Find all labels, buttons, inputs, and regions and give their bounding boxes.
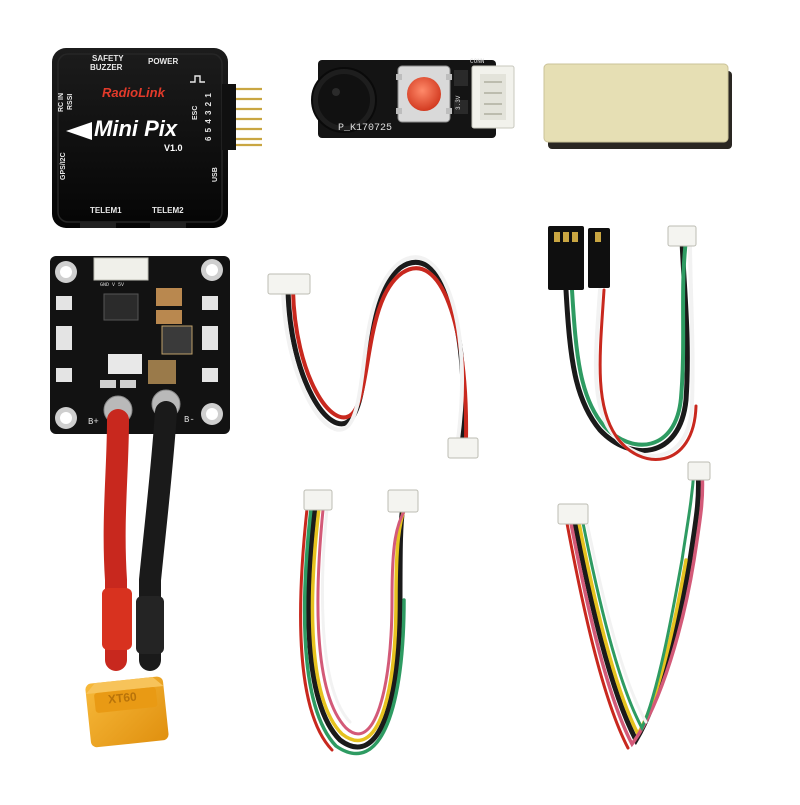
rc-in-label: RC IN — [58, 92, 65, 112]
gps-i2c-label: GPS/I2C — [60, 152, 67, 180]
foam-pad — [543, 63, 732, 149]
buzzer-board-marking: P_K170725 — [338, 123, 393, 134]
version-label: V1.0 — [164, 143, 183, 153]
esc-pin-numbers: 6 5 4 3 2 1 — [204, 92, 213, 141]
gps-cable-v-connector-a — [557, 503, 589, 525]
power-module-connector — [93, 257, 149, 281]
gps-cable-v — [557, 461, 711, 750]
cable-1-connector-a — [267, 273, 311, 295]
conn-label: CONN — [470, 58, 485, 65]
flight-controller — [52, 48, 262, 228]
black-battery-wire — [139, 401, 177, 671]
buzzer-label: BUZZER — [90, 63, 123, 72]
rssi-cable — [548, 225, 698, 461]
telem1-label: TELEM1 — [90, 206, 122, 215]
gps-cable-connector-b — [387, 489, 419, 513]
power-module-pcb — [50, 256, 230, 434]
cable-1-connector-b — [447, 437, 479, 459]
telem2-label: TELEM2 — [152, 206, 184, 215]
telemetry-cable-1 — [267, 255, 479, 459]
gps-cable-connector-a — [303, 489, 333, 511]
foam-pad-surface — [543, 63, 729, 143]
red-battery-wire — [103, 409, 129, 671]
brand-logo: RadioLink — [102, 85, 165, 100]
gps-cable-v-connector-b — [687, 461, 711, 481]
power-module — [50, 256, 230, 434]
xt60-connector — [85, 676, 169, 748]
pin-voltage-label: 3.3V — [455, 95, 462, 110]
mounting-holes — [55, 259, 223, 429]
triangle-arrow-icon — [66, 122, 92, 140]
flight-controller-case — [52, 48, 228, 228]
battery-leads — [102, 401, 177, 671]
battery-positive-label: B+ — [88, 417, 99, 427]
model-name: Mini Pix — [94, 116, 178, 141]
safety-label: SAFETY — [92, 54, 124, 63]
gps-cable-u — [299, 489, 419, 756]
esc-header-pins — [222, 84, 262, 150]
battery-negative-label: B- — [184, 415, 195, 425]
pwm-pulse-icon — [190, 75, 205, 83]
servo-connector-1pin — [588, 228, 610, 288]
usb-label: USB — [212, 167, 219, 182]
safety-switch-button — [407, 77, 441, 111]
buzzer-safety-board — [311, 60, 515, 138]
esc-label: ESC — [192, 105, 199, 120]
rssi-cable-connector — [667, 225, 697, 247]
rssi-label: RSSI — [67, 93, 74, 110]
power-label: POWER — [148, 57, 179, 66]
xt60-marking: XT60 — [107, 689, 138, 707]
power-module-silk: GND V 5V — [100, 282, 125, 288]
